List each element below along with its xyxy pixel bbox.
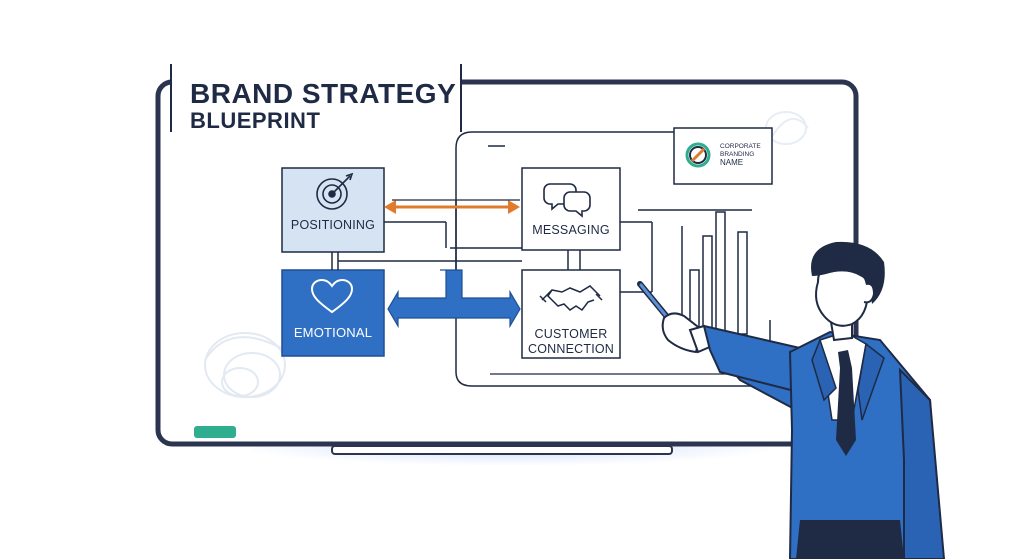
handshake-icon [539,285,603,312]
brand-logo-icon [685,142,711,168]
presenter [637,241,946,559]
customer-connection-box [521,269,621,359]
marker-eraser [194,426,236,438]
decorative-swirl-left [204,332,286,398]
positioning-label: POSITIONING [290,218,376,232]
page-subtitle: BLUEPRINT [190,108,321,133]
page-title: BRAND STRATEGY [190,78,457,109]
pen-icon [637,281,671,321]
positioning-box [281,167,385,253]
customer-connection-line2: CONNECTION [527,342,615,356]
customer-connection-line1: CUSTOMER [534,327,608,341]
customer-connection-label: CUSTOMER CONNECTION [522,327,620,357]
blue-double-arrow [387,269,521,329]
title-card: BRAND STRATEGY BLUEPRINT [170,64,462,133]
whiteboard-tray [331,445,673,455]
messaging-label: MESSAGING [532,223,610,237]
logo-card-line3: NAME [720,158,744,167]
emotional-label: EMOTIONAL [293,325,373,340]
logo-card-line2: BRANDING [720,151,755,158]
target-icon [316,172,354,210]
logo-card-text: CORPORATE BRANDING NAME [720,143,780,167]
logo-card-line1: CORPORATE [720,143,761,150]
speech-bubbles-icon [543,183,591,218]
outer-frame-bottom [455,290,771,387]
outer-frame-top [455,131,680,270]
emotional-box [281,269,385,357]
orange-double-arrow [384,199,520,214]
heart-icon [310,278,354,314]
